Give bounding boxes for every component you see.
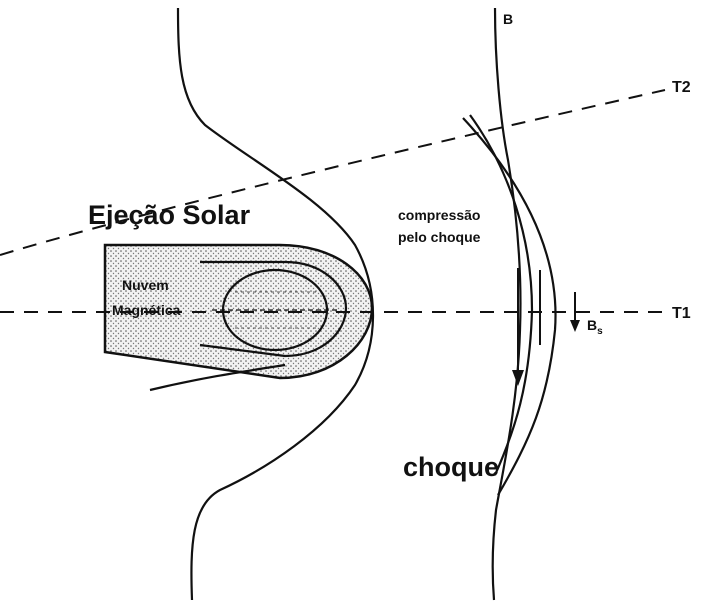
bs-arrowhead xyxy=(570,320,580,332)
field-line-b xyxy=(493,8,521,600)
compressao-label: compressão xyxy=(398,207,480,223)
compression-arrowhead-1 xyxy=(512,370,524,386)
ejecao-solar-label: Ejeção Solar xyxy=(88,200,251,230)
nuvem-label: Nuvem xyxy=(122,277,169,293)
t2-label: T2 xyxy=(672,79,691,96)
trajectory-t2 xyxy=(0,90,665,255)
magnetica-label: Magnética xyxy=(112,302,181,318)
bs-label: Bs xyxy=(587,317,603,337)
shock-front-inner xyxy=(470,115,532,475)
t1-label: T1 xyxy=(672,305,691,322)
b-field-label: B xyxy=(503,11,513,27)
choque-label: choque xyxy=(403,452,499,482)
pelo-choque-label: pelo choque xyxy=(398,229,481,245)
